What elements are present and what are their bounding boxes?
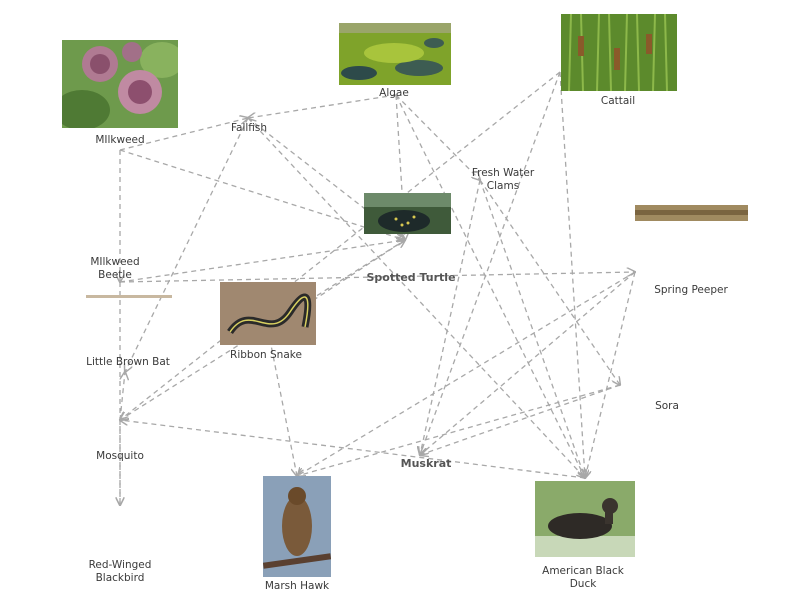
arrow-cattail-to-mosquito (120, 71, 561, 420)
node-label: MIlkweed (95, 134, 145, 146)
arrow-algae-to-clams (395, 94, 480, 180)
node-label: Fallfish (230, 122, 268, 134)
arrow-mosquito-to-little_brown_bat (119, 372, 125, 421)
node-label: Little Brown Bat (86, 356, 170, 368)
cattail-photo (561, 14, 677, 91)
black-duck-photo (535, 481, 635, 557)
node-label: Sora (655, 400, 679, 412)
node-label: Ribbon Snake (230, 349, 302, 361)
node-label: Spotted Turtle (366, 271, 456, 284)
arrow-sora-to-marsh_hawk (297, 384, 621, 476)
arrow-black_duck-to-mosquito (120, 420, 586, 479)
milkweed-photo (62, 40, 178, 128)
arrow-milkweed-to-fallfish (119, 118, 248, 151)
arrow-ribbon_snake-to-marsh_hawk (267, 329, 297, 476)
arrow-spring_peeper-to-black_duck (585, 271, 636, 478)
node-label: Marsh Hawk (264, 580, 330, 592)
arrow-spring_peeper-to-marsh_hawk (297, 271, 636, 476)
marsh-hawk-photo (263, 476, 331, 577)
arrow-milkweed-to-spotted_turtle (119, 149, 405, 240)
arrow-clams-to-black_duck (479, 179, 585, 478)
node-label: Cattail (600, 95, 636, 107)
arrow-algae-to-fallfish (248, 94, 397, 118)
node-label: Spring Peeper (654, 284, 728, 296)
arrow-spring_peeper-to-muskrat (420, 271, 636, 455)
milkweed-beetle-marker (86, 295, 172, 298)
arrow-sora-to-muskrat (420, 384, 621, 455)
ribbon-snake-photo (220, 282, 316, 345)
arrow-spotted_turtle-to-mosquito (120, 239, 406, 420)
node-label: Algae (379, 87, 409, 99)
arrow-cattail-to-muskrat (420, 71, 561, 455)
node-label: Muskrat (400, 457, 452, 470)
arrow-milkweed_beetle-to-spring_peeper (119, 272, 635, 283)
spring-peeper-photo (635, 205, 748, 221)
arrow-clams-to-muskrat (420, 179, 481, 455)
arrow-milkweed_beetle-to-spotted_turtle (119, 240, 405, 283)
arrow-clams-to-sora (479, 179, 620, 385)
arrow-fallfish-to-little_brown_bat (125, 117, 249, 372)
node-label: Mosquito (96, 450, 144, 462)
arrow-fallfish-to-black_duck (247, 117, 585, 478)
arrow-cattail-to-black_duck (559, 71, 585, 478)
algae-photo (339, 23, 451, 85)
arrow-algae-to-black_duck (395, 94, 585, 478)
spotted-turtle-photo (364, 193, 451, 234)
